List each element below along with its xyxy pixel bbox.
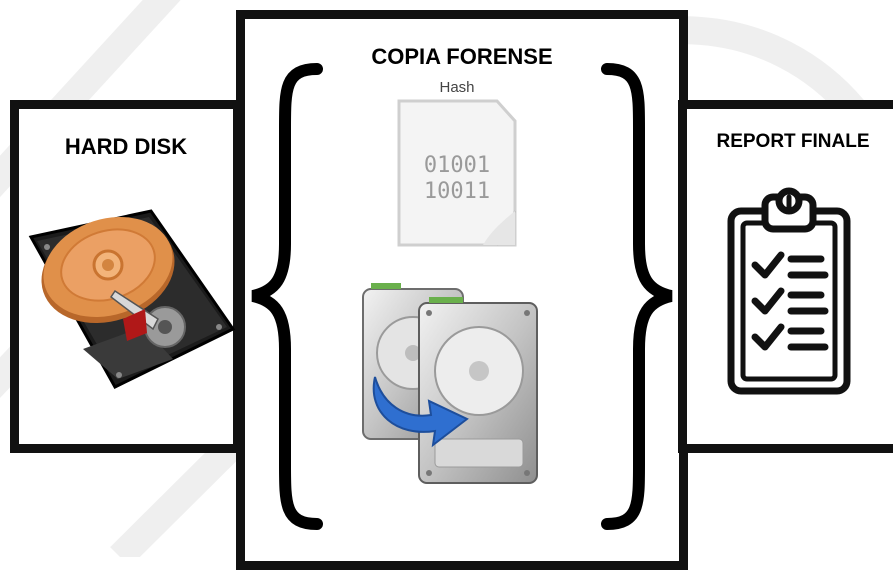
forensic-copy-title: COPIA FORENSE bbox=[371, 44, 553, 69]
final-report-panel: REPORT FINALE bbox=[678, 100, 893, 453]
hard-disk-icon bbox=[28, 209, 236, 389]
hash-file-icon: Hash 01001 10011 bbox=[387, 71, 527, 253]
clipboard-checklist-icon bbox=[727, 187, 851, 395]
binary-line-1: 01001 bbox=[423, 153, 491, 178]
disk-copy-icon bbox=[362, 283, 538, 484]
curly-brace-left-icon bbox=[251, 63, 323, 530]
final-report-title: REPORT FINALE bbox=[716, 131, 870, 152]
forensic-copy-panel: COPIA FORENSE Hash 01001 10011 bbox=[236, 10, 688, 570]
curly-brace-right-icon bbox=[601, 63, 673, 530]
binary-line-2: 10011 bbox=[423, 179, 491, 204]
hard-disk-title: HARD DISK bbox=[64, 134, 188, 159]
hash-label: Hash bbox=[439, 79, 475, 96]
hard-disk-panel: HARD DISK bbox=[10, 100, 242, 453]
